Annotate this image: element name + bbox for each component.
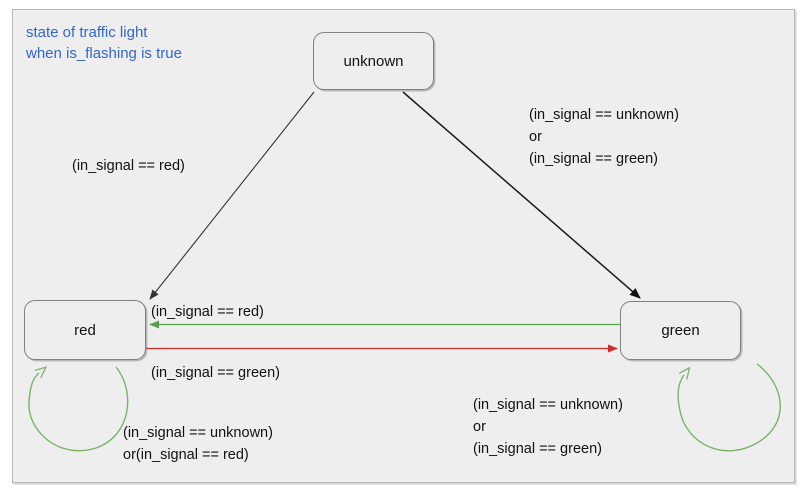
transition-label-green-self-loop: (in_signal == unknown) or (in_signal == … [473, 397, 623, 457]
state-label-red: red [74, 321, 96, 339]
state-label-unknown: unknown [343, 52, 404, 70]
transition-label-unknown-to-red: (in_signal == red) [72, 158, 185, 174]
transition-label-red-to-green: (in_signal == green) [151, 365, 280, 381]
transition-label-unknown-to-green: (in_signal == unknown) or (in_signal == … [529, 107, 679, 167]
state-node-red[interactable]: red [24, 300, 146, 360]
state-node-unknown[interactable]: unknown [313, 32, 434, 90]
transition-label-green-to-red: (in_signal == red) [151, 304, 264, 320]
transition-label-red-self-loop: (in_signal == unknown) or(in_signal == r… [123, 425, 273, 463]
diagram-caption: state of traffic light when is_flashing … [26, 24, 182, 62]
state-label-green: green [661, 322, 700, 339]
state-node-green[interactable]: green [620, 301, 741, 360]
